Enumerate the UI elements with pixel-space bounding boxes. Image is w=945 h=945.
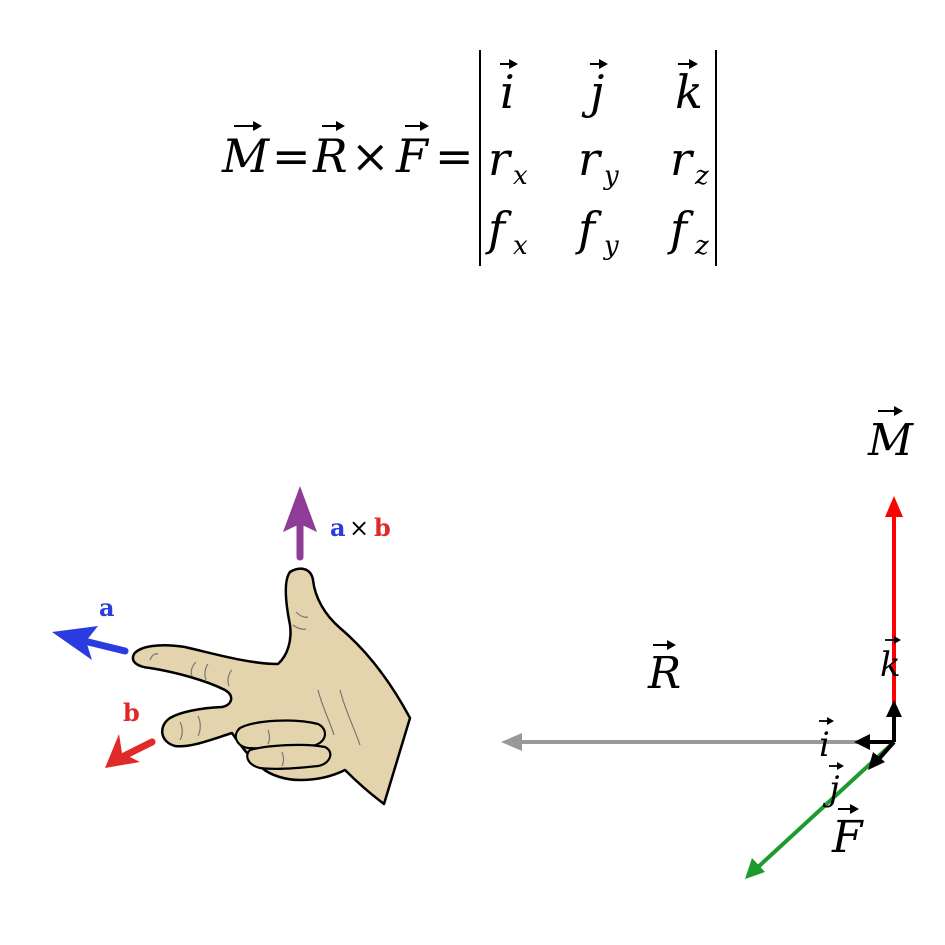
subscript-x: x bbox=[513, 231, 528, 261]
unit-vector-i: i bbox=[500, 65, 515, 119]
basis-k-symbol: k bbox=[880, 645, 901, 685]
formula-equals-2: = bbox=[435, 129, 474, 183]
r-vector-label: R bbox=[647, 640, 681, 699]
formula-times: × bbox=[351, 129, 390, 183]
vector-arrow-icon bbox=[819, 717, 834, 725]
f-vector-symbol: F bbox=[831, 812, 864, 863]
formula-moment-vector: M bbox=[221, 121, 271, 183]
component-f-y: f bbox=[575, 202, 602, 256]
hand-icon bbox=[131, 567, 412, 806]
component-r-z: r bbox=[670, 132, 695, 186]
subscript-y: y bbox=[603, 231, 619, 261]
unit-vector-j: j bbox=[581, 65, 604, 119]
vector-arrow-icon bbox=[405, 121, 429, 131]
axb-label-times: × bbox=[349, 514, 369, 542]
matrix-cell: f y bbox=[575, 202, 619, 261]
vector-arrow-icon bbox=[885, 636, 901, 644]
m-vector-symbol: M bbox=[867, 415, 914, 466]
r-vector-arrow bbox=[501, 733, 880, 751]
formula-radius-vector: R bbox=[312, 121, 348, 183]
subscript-z: z bbox=[694, 231, 709, 261]
subscript-z: z bbox=[694, 161, 709, 191]
basis-k-arrow bbox=[886, 700, 902, 742]
formula-force-vector: F bbox=[395, 121, 430, 183]
f-vector-label: F bbox=[831, 804, 864, 863]
vector-arrow-icon bbox=[590, 59, 608, 69]
axb-label-a: a bbox=[330, 513, 346, 542]
determinant-row-1: i j k bbox=[500, 59, 703, 119]
b-label: b bbox=[123, 698, 140, 727]
component-r-x: r bbox=[488, 132, 513, 186]
basis-j-label: j bbox=[822, 762, 844, 809]
vector-arrow-icon bbox=[322, 121, 345, 131]
vector-arrow-icon bbox=[838, 804, 859, 814]
matrix-cell: f z bbox=[667, 202, 709, 261]
matrix-cell: r y bbox=[578, 132, 619, 191]
basis-i-label: i bbox=[819, 717, 834, 765]
unit-vector-k: k bbox=[675, 65, 703, 119]
matrix-cell: r z bbox=[670, 132, 709, 191]
vector-arrow-icon bbox=[653, 640, 676, 650]
formula-equals-1: = bbox=[272, 129, 311, 183]
matrix-cell: r x bbox=[488, 132, 528, 191]
m-vector-label: M bbox=[867, 406, 914, 466]
matrix-cell: k bbox=[675, 59, 703, 119]
vector-arrow-icon bbox=[500, 59, 518, 69]
vector-arrow-icon bbox=[234, 121, 262, 131]
basis-i-arrow bbox=[854, 734, 894, 750]
component-f-x: f bbox=[485, 202, 512, 256]
formula-moment-symbol: M bbox=[221, 129, 271, 183]
vector-arrow-icon bbox=[829, 762, 844, 770]
matrix-cell: j bbox=[581, 59, 608, 119]
r-vector-symbol: R bbox=[647, 648, 681, 699]
vector-arrow-icon bbox=[678, 59, 698, 69]
basis-j-symbol: j bbox=[822, 769, 840, 809]
formula-force-symbol: F bbox=[395, 129, 430, 183]
matrix-cell: i bbox=[500, 59, 518, 119]
a-label: a bbox=[99, 593, 115, 622]
axb-arrow bbox=[283, 486, 317, 561]
subscript-y: y bbox=[603, 161, 619, 191]
vector-arrow-icon bbox=[878, 406, 903, 416]
basis-i-symbol: i bbox=[819, 725, 830, 765]
component-r-y: r bbox=[578, 132, 603, 186]
matrix-cell: f x bbox=[485, 202, 528, 261]
subscript-x: x bbox=[513, 161, 528, 191]
formula-radius-symbol: R bbox=[312, 129, 348, 183]
axb-label-b: b bbox=[374, 513, 391, 542]
determinant-row-2: r x r y r z bbox=[488, 132, 709, 191]
cross-product-formula: M = R × F = bbox=[221, 50, 717, 266]
determinant-row-3: f x f y f z bbox=[485, 202, 709, 261]
basis-j-arrow bbox=[868, 740, 896, 770]
right-hand-rule-illustration: a × b a b bbox=[52, 486, 412, 806]
basis-k-label: k bbox=[880, 636, 901, 685]
torque-vector-diagram: R M F bbox=[501, 406, 914, 879]
a-arrow bbox=[52, 626, 129, 660]
axb-label: a × b bbox=[330, 513, 391, 542]
b-arrow bbox=[105, 734, 156, 768]
component-f-z: f bbox=[667, 202, 694, 256]
